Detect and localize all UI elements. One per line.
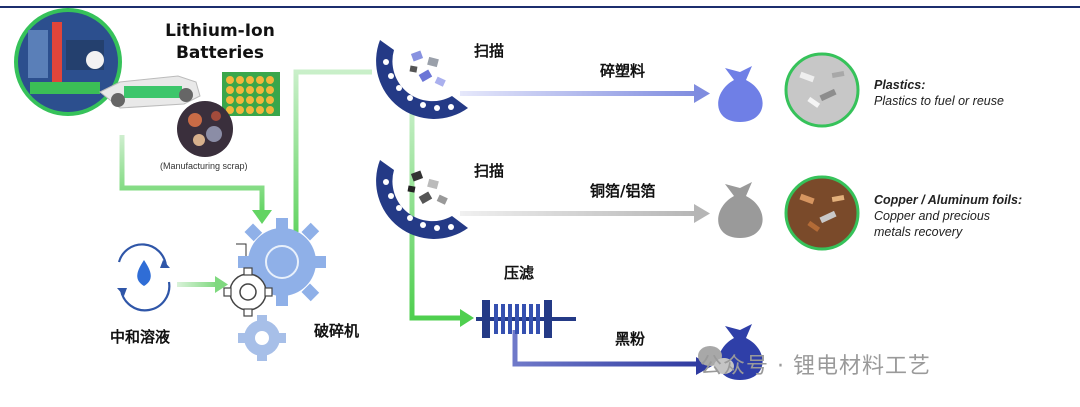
battery-factory-photo xyxy=(14,8,122,116)
scan-1-label: 扫描 xyxy=(474,42,505,60)
neutralizer-solution-icon xyxy=(117,243,171,312)
flow-scan-to-filter xyxy=(409,110,462,321)
foils-output-title: Copper / Aluminum foils: xyxy=(874,193,1023,207)
lithium-ion-batteries-title: Lithium-Ion Batteries xyxy=(140,20,300,64)
neutralizer-label: 中和溶液 xyxy=(110,328,171,346)
plastic-bag-icon xyxy=(718,66,763,122)
flow-crusher-to-scan xyxy=(293,69,372,232)
arrowhead-plastic xyxy=(694,84,710,103)
foil-bag-icon xyxy=(718,182,763,238)
title-line-2: Batteries xyxy=(175,43,265,63)
filter-press-icon xyxy=(476,300,576,338)
arrowhead-to-filter xyxy=(460,309,474,327)
title-line-1: Lithium-Ion xyxy=(165,21,275,41)
scanner-2-icon xyxy=(376,160,468,239)
plastics-output-photo xyxy=(784,52,860,128)
crusher-gear-outline-icon xyxy=(223,267,273,317)
scan-2-label: 扫描 xyxy=(474,162,505,180)
crusher-gear-small-icon xyxy=(238,315,286,361)
filter-press-label: 压滤 xyxy=(504,264,535,282)
arrowhead-to-crusher xyxy=(252,210,272,224)
watermark-text: 公众号 · 锂电材料工艺 xyxy=(700,354,931,379)
foils-output-desc-1: Copper and precious xyxy=(874,209,991,223)
plastics-output-desc: Plastics to fuel or reuse xyxy=(874,94,1004,108)
flow-to-foil-bag xyxy=(460,211,698,216)
battery-cell-pack-icon xyxy=(222,72,280,116)
flow-battery-to-crusher xyxy=(119,135,265,212)
crusher-label: 破碎机 xyxy=(314,322,360,340)
plastic-product-label: 碎塑料 xyxy=(600,62,646,80)
crusher-gear-large-icon xyxy=(238,218,326,306)
flow-to-plastic-bag xyxy=(460,91,698,96)
foils-output-text: Copper / Aluminum foils: Copper and prec… xyxy=(874,192,1022,240)
scanner-1-icon xyxy=(376,40,468,119)
manufacturing-scrap-label: (Manufacturing scrap) xyxy=(160,161,248,171)
plastics-output-title: Plastics: xyxy=(874,78,926,92)
flow-neutralizer-to-crusher xyxy=(177,282,217,287)
foil-product-label: 铜箔/铝箔 xyxy=(590,182,656,200)
ev-chassis-icon xyxy=(99,75,201,109)
top-border-line xyxy=(0,6,1080,8)
plastics-output-text: Plastics: Plastics to fuel or reuse xyxy=(874,77,1004,109)
black-mass-product-label: 黑粉 xyxy=(615,330,646,348)
copper-aluminum-output-photo xyxy=(784,175,860,251)
manufacturing-scrap-photo xyxy=(177,101,233,157)
foils-output-desc-2: metals recovery xyxy=(874,225,963,239)
wechat-watermark-icon xyxy=(698,346,734,374)
gear-bracket-line xyxy=(236,243,247,256)
arrowhead-neutralizer xyxy=(215,276,228,293)
flow-to-black-mass-bag xyxy=(512,330,700,367)
arrowhead-foil xyxy=(694,204,710,223)
